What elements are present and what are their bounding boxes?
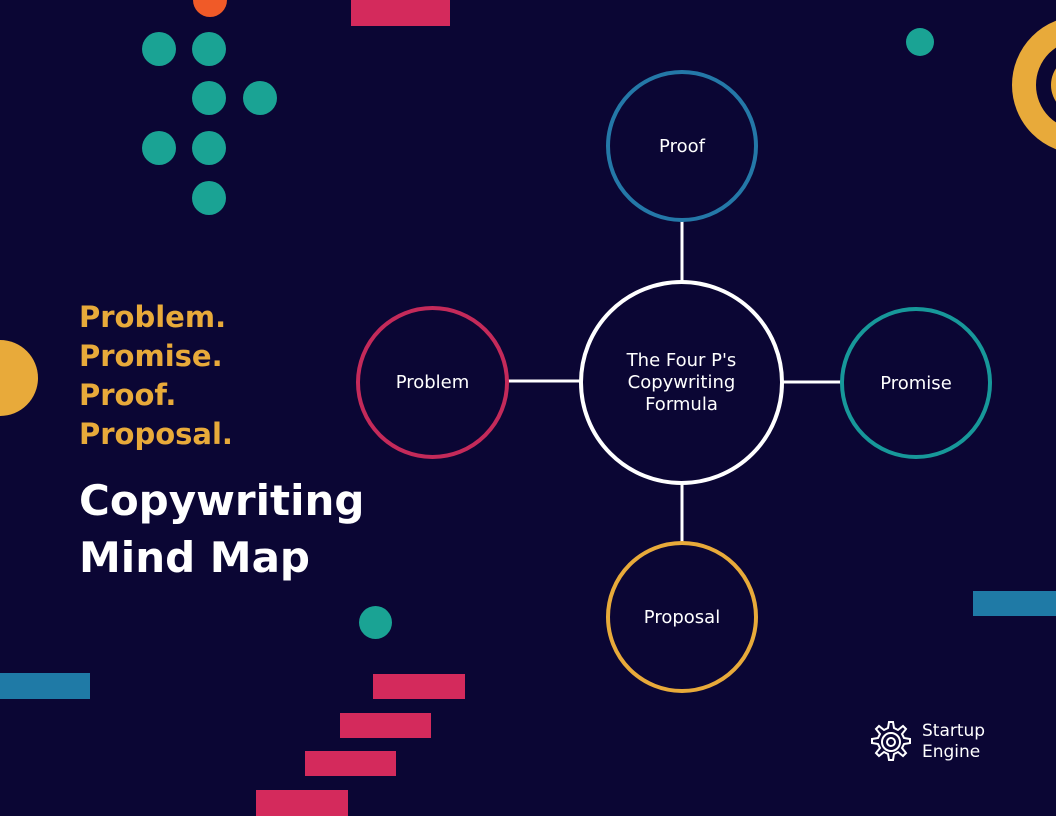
node-label: Problem (395, 372, 470, 393)
teal-dot-decoration (192, 131, 226, 165)
orange-semicircle-decoration (193, 0, 227, 17)
node-center: The Four P's Copywriting Formula (579, 280, 784, 485)
teal-dot-decoration (243, 81, 277, 115)
brand-name-line1: Startup (922, 721, 986, 741)
node-proposal: Proposal (606, 541, 758, 693)
title-line: Mind Map (79, 533, 310, 582)
tagline: Problem. Promise. Proof. Proposal. (79, 298, 233, 454)
teal-dot-decoration (359, 606, 392, 639)
teal-dot-decoration (906, 28, 934, 56)
pink-bar-decoration (373, 674, 465, 699)
brand-logo: Startup Engine (868, 719, 985, 765)
teal-dot-decoration (142, 131, 176, 165)
blue-bar-decoration (973, 591, 1056, 616)
page-title: Copywriting Mind Map (79, 472, 364, 586)
node-label: Proposal (643, 606, 721, 628)
node-proof: Proof (606, 70, 758, 222)
node-label: The Four P's Copywriting Formula (626, 349, 737, 415)
gold-arc-decoration (1012, 20, 1056, 150)
blue-bar-decoration (0, 673, 90, 699)
gear-icon (871, 721, 911, 761)
pink-bar-decoration (340, 713, 431, 738)
tagline-line: Proof. (79, 378, 177, 412)
node-problem: Problem (356, 306, 509, 459)
pink-bar-decoration (256, 790, 348, 816)
tagline-line: Proposal. (79, 417, 233, 451)
teal-dot-decoration (142, 32, 176, 66)
teal-dot-decoration (192, 181, 226, 215)
pink-bar-decoration (351, 0, 450, 26)
title-line: Copywriting (79, 476, 365, 525)
pink-bar-decoration (305, 751, 396, 776)
teal-dot-decoration (192, 81, 226, 115)
brand-name-line2: Engine (922, 742, 981, 762)
tagline-line: Problem. (79, 300, 227, 334)
node-promise: Promise (840, 307, 992, 459)
node-label: Proof (659, 135, 705, 157)
teal-dot-decoration (192, 32, 226, 66)
node-label: Promise (880, 372, 952, 394)
tagline-line: Promise. (79, 339, 223, 373)
